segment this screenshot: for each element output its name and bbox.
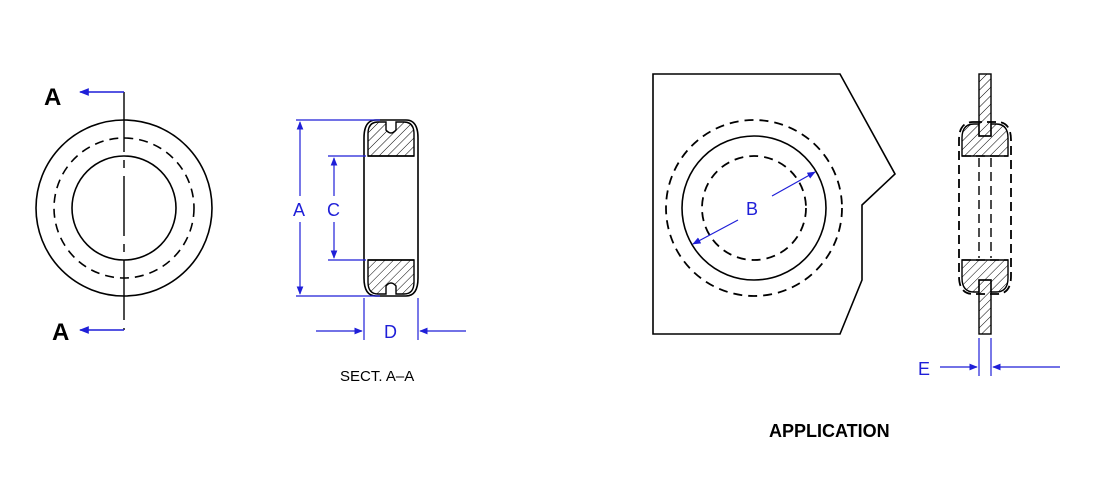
installed-top-flange: [961, 123, 1009, 157]
section-marker-bottom: A: [52, 319, 69, 346]
panel-edge-bottom: [978, 279, 992, 335]
section-marker-top: A: [44, 84, 61, 111]
dim-b-label: B: [746, 199, 758, 219]
dim-b-arrow-upper: [771, 171, 816, 197]
panel-edge-top: [978, 73, 992, 137]
installed-grommet-outline: [958, 121, 1012, 295]
dim-c-label: C: [327, 200, 340, 220]
hidden-bore-circle: [701, 155, 807, 261]
installed-bottom-flange: [961, 259, 1009, 293]
bottom-flange-hatch: [367, 259, 415, 295]
application-caption: APPLICATION: [769, 421, 890, 441]
grommet-section-outline: [363, 119, 419, 297]
top-flange-hatch: [367, 121, 415, 157]
hidden-flange-circle: [665, 119, 843, 297]
dim-e-label: E: [918, 359, 930, 379]
section-view: A C D SECT. A–A: [293, 119, 466, 385]
dim-a-label: A: [293, 200, 305, 220]
front-view: A A: [35, 84, 213, 346]
section-caption: SECT. A–A: [340, 368, 414, 385]
panel-outline: [652, 73, 897, 335]
dim-d-label: D: [384, 322, 397, 342]
dim-b-arrow-lower: [692, 219, 739, 245]
panel-hole-circle: [681, 135, 827, 281]
application-view: B E APPLICATION: [652, 73, 1060, 441]
